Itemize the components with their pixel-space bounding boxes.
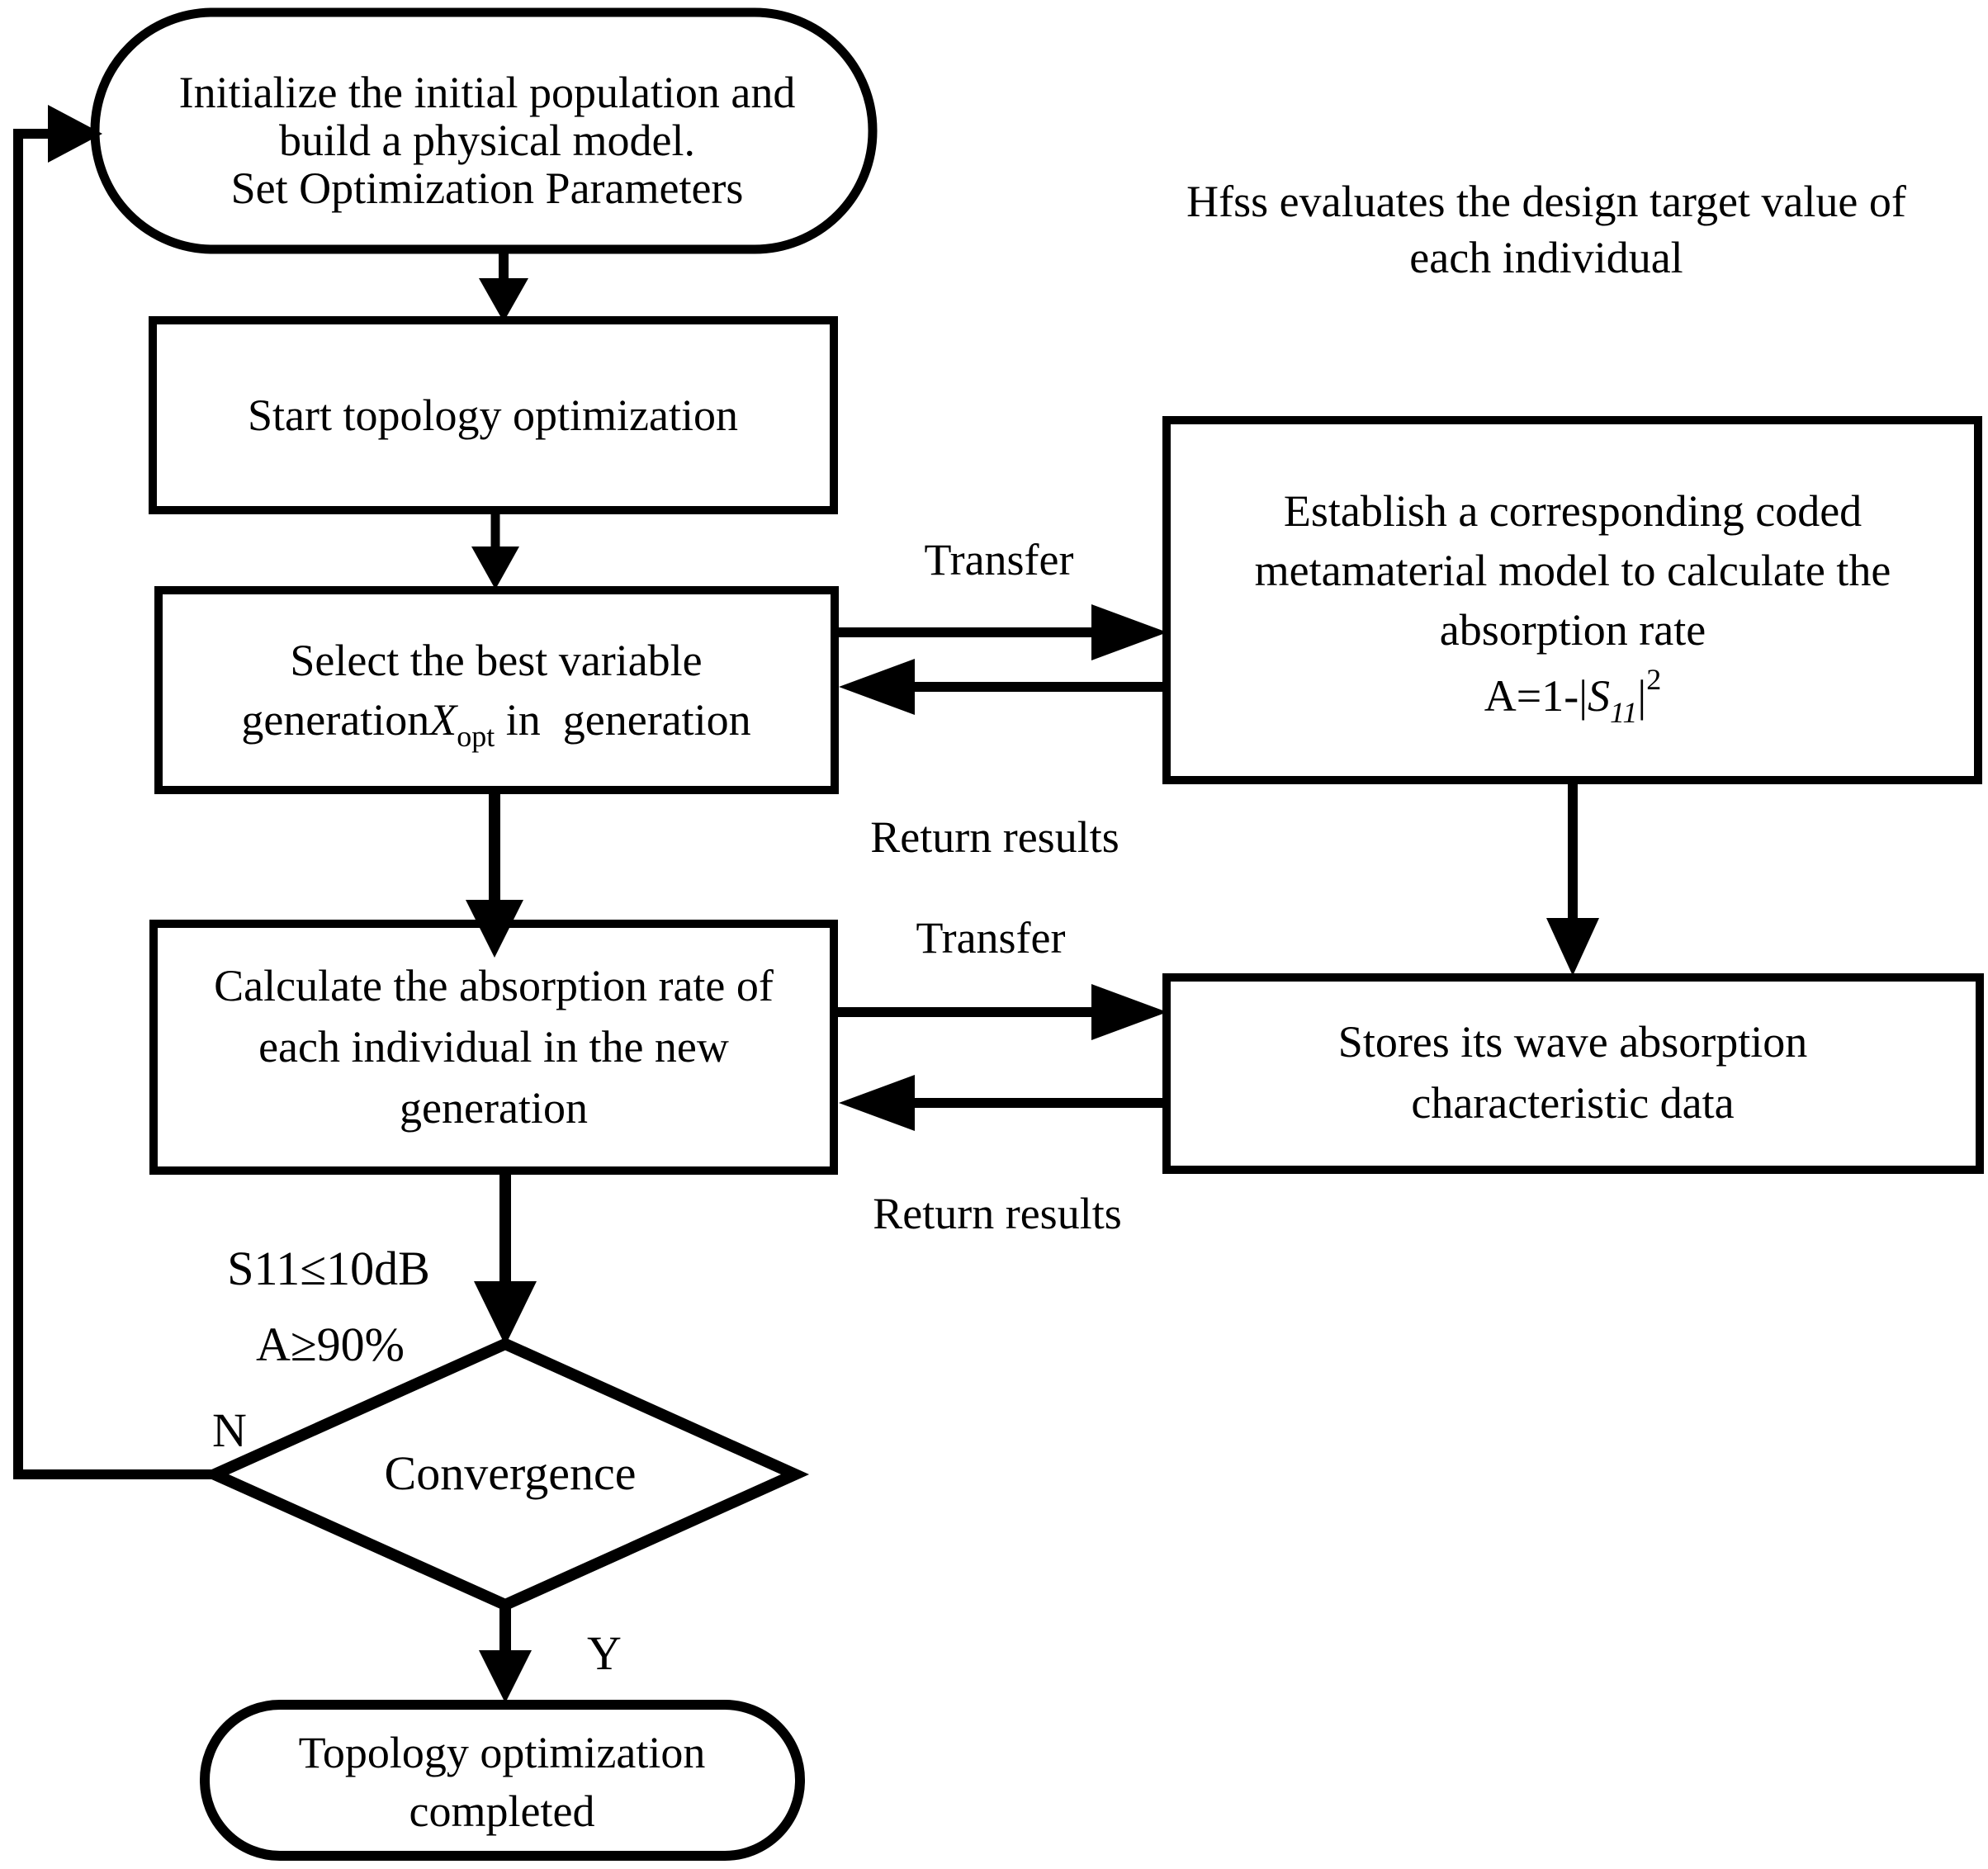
- branch-yes-label: Y: [587, 1626, 622, 1680]
- done-node-shape: [200, 1700, 805, 1861]
- start-label: Start topology optimization: [248, 390, 738, 440]
- stores-node-shape: [1162, 973, 1984, 1174]
- calculate-line-3: generation: [400, 1083, 588, 1133]
- calculate-line-1: Calculate the absorption rate of: [214, 961, 774, 1010]
- select-node-shape: [154, 586, 839, 794]
- select-line-1: Select the best variable: [290, 636, 702, 685]
- establish-to-stores-arrowhead-icon: [1546, 918, 1599, 976]
- start-to-select-arrowhead-icon: [471, 547, 519, 589]
- return-bottom-arrowhead-icon: [839, 1075, 915, 1131]
- init-node-shape: [90, 7, 878, 254]
- stores-line-1: Stores its wave absorption: [1338, 1017, 1807, 1067]
- transfer-bottom-arrowhead-icon: [1091, 984, 1167, 1040]
- establish-node-shape: [1162, 416, 1982, 784]
- init-line-2: build a physical model.: [279, 116, 695, 165]
- init-line-1: Initialize the initial population and: [179, 68, 796, 117]
- calculate-line-2: each individual in the new: [258, 1022, 729, 1072]
- condition-line-1: S11≤10dB: [227, 1242, 430, 1295]
- convergence-to-done-arrowhead-icon: [479, 1650, 532, 1703]
- return-top-arrowhead-icon: [839, 659, 915, 715]
- branch-no-label: N: [212, 1403, 247, 1457]
- note-line-2: each individual: [1409, 233, 1683, 282]
- calculate-to-convergence-arrowhead-icon: [474, 1281, 537, 1346]
- establish-line-3: absorption rate: [1440, 605, 1706, 655]
- return-bottom-label: Return results: [873, 1189, 1121, 1238]
- establish-formula: A=1-|S11|2: [1484, 663, 1661, 729]
- select-to-calculate-arrowhead-icon: [466, 900, 523, 958]
- init-to-start-arrowhead-icon: [479, 278, 528, 322]
- calculate-node-shape: [149, 920, 838, 1175]
- condition-line-2: A≥90%: [256, 1318, 405, 1371]
- done-line-2: completed: [409, 1786, 595, 1836]
- convergence-label: Convergence: [385, 1446, 637, 1500]
- establish-line-1: Establish a corresponding coded: [1284, 486, 1862, 536]
- select-line-2: generationXopt in generation: [241, 695, 750, 753]
- transfer-top-label: Transfer: [925, 535, 1074, 584]
- transfer-bottom-label: Transfer: [916, 913, 1066, 963]
- return-top-label: Return results: [870, 812, 1119, 862]
- init-line-3: Set Optimization Parameters: [231, 163, 744, 213]
- note-line-1: Hfss evaluates the design target value o…: [1186, 177, 1906, 226]
- done-line-1: Topology optimization: [299, 1728, 706, 1777]
- transfer-top-arrowhead-icon: [1091, 604, 1167, 660]
- loopback-arrowhead-icon: [48, 105, 102, 163]
- establish-line-2: metamaterial model to calculate the: [1255, 546, 1891, 595]
- stores-line-2: characteristic data: [1411, 1078, 1734, 1128]
- loopback-connector-line: [13, 129, 220, 1479]
